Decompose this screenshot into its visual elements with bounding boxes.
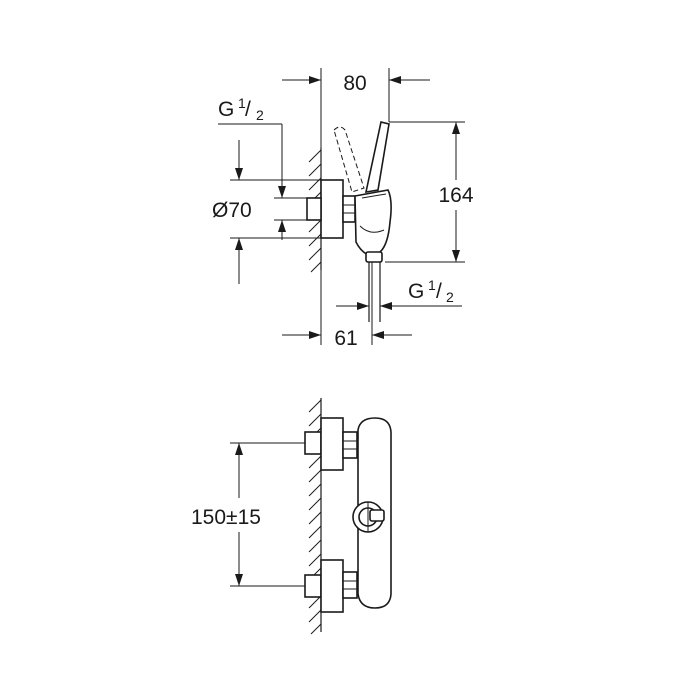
wall-rosette [320, 179, 344, 239]
dim-164: 164 [385, 121, 474, 263]
connector-nut [342, 195, 356, 223]
lower-nut [342, 571, 358, 599]
dim-diameter-70: Ø70 [212, 140, 321, 284]
outlet-spout [365, 251, 383, 263]
dim-150-label: 150±15 [191, 506, 261, 529]
upper-nut [342, 431, 358, 459]
dim-164-label: 164 [438, 184, 473, 207]
dim-61: 61 [282, 327, 412, 350]
lower-rosette [320, 559, 344, 613]
outlet-thread-num: 1 [428, 277, 436, 293]
lever-handle-closed [364, 121, 390, 193]
dim-80: 80 [282, 72, 430, 95]
mixer-body-side [354, 189, 392, 257]
lower-inlet-stub [304, 574, 322, 598]
svg-text:/: / [245, 98, 251, 121]
front-view: 150±15 [191, 398, 392, 635]
inlet-thread-num: 1 [238, 95, 246, 111]
dim-80-label: 80 [343, 72, 366, 95]
dim-150: 150±15 [191, 442, 305, 587]
upper-rosette [320, 417, 344, 471]
outlet-thread-base: G [408, 280, 424, 303]
svg-text:/: / [436, 280, 442, 303]
side-view: 80 61 164 G 1 / 2 [212, 68, 474, 350]
outlet-thread-den: 2 [446, 289, 454, 305]
inlet-thread-den: 2 [256, 107, 264, 123]
inlet-stub [306, 197, 322, 221]
lever-tip-front [369, 509, 385, 522]
lever-handle-open [333, 126, 365, 193]
dim-70-label: Ø70 [212, 199, 252, 222]
svg-text:G: G [218, 98, 234, 121]
dim-inlet-thread: G 1 / 2 [218, 95, 307, 240]
dim-61-label: 61 [334, 327, 357, 350]
dim-outlet-thread: G 1 / 2 [336, 277, 462, 310]
svg-text:G: G [408, 280, 424, 303]
inlet-thread-base: G [218, 98, 234, 121]
upper-inlet-stub [304, 431, 322, 455]
